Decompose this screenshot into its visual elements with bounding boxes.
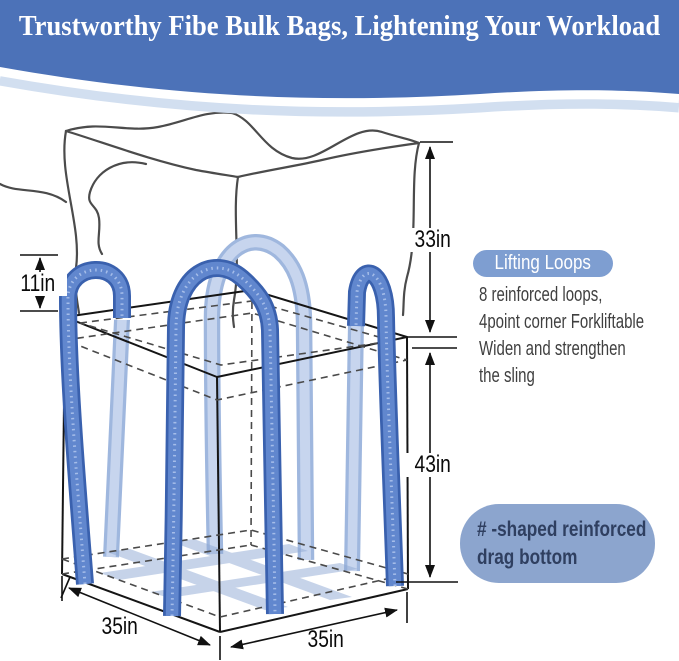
rim-seam (61, 312, 408, 401)
lifting-loop-front (163, 259, 284, 617)
description-line: Widen and strengthen (479, 338, 626, 360)
drawstring-tail (0, 182, 68, 204)
back-edge (250, 289, 253, 546)
description-line: the sling (479, 365, 535, 387)
lifting-loop-left-inner-leg (103, 319, 130, 558)
dim-35in-right-line (230, 607, 398, 650)
drag-bottom-badge-text: # -shaped reinforced drag bottom (477, 518, 647, 569)
front-fold-line (231, 175, 240, 329)
dimension-label-base-depth: 35in (307, 626, 345, 653)
header-banner-wave (0, 0, 679, 117)
drag-bottom-badge: # -shaped reinforced drag bottom (460, 504, 655, 583)
dimension-label-base-width: 35in (101, 613, 139, 640)
page-title: Trustworthy Fibe Bulk Bags, Lightening Y… (0, 11, 679, 43)
lifting-loops-badge: Lifting Loops (473, 250, 613, 277)
hash-reinforcement-strips (100, 539, 358, 610)
dimension-label-loop-height: 11in (9, 272, 67, 296)
lifting-loops-description: 8 reinforced loops, 4point corner Forkli… (479, 282, 674, 390)
page-title-text: Trustworthy Fibe Bulk Bags, Lightening Y… (18, 11, 661, 42)
lifting-loop-left (58, 261, 131, 585)
lifting-loop-back (203, 234, 315, 561)
drawstring-squiggle (88, 161, 148, 256)
description-line: 4point corner Forkliftable (479, 311, 645, 333)
lifting-loop-right-inner-leg (344, 321, 364, 572)
description-line: 8 reinforced loops, (479, 284, 603, 306)
dimension-label-upper-height: 33in (404, 228, 462, 252)
dimension-label-body-height: 43in (404, 453, 462, 477)
lifting-loop-right (347, 264, 404, 587)
dim-35in-left-line (68, 587, 211, 646)
filled-bag-sketch-outline (0, 111, 421, 329)
lifting-loops-badge-label: Lifting Loops (494, 252, 592, 274)
